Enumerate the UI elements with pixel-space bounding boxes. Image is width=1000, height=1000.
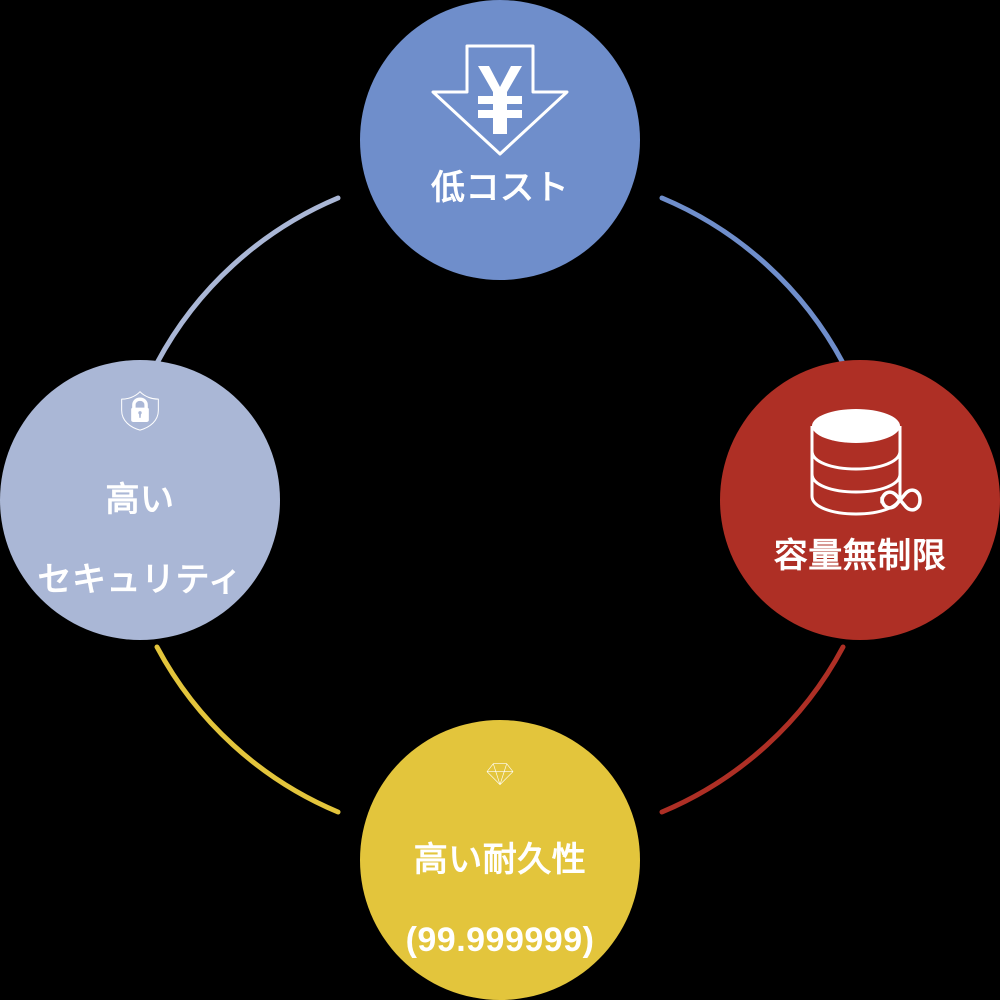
down-arrow-yen-icon: [431, 44, 569, 156]
node-label-high-security: 高い セキュリティ: [38, 439, 243, 640]
node-low-cost[interactable]: 低コスト: [360, 0, 640, 280]
arc-security-to-cost: [154, 195, 341, 366]
arc-durability-to-security: [154, 644, 341, 815]
shield-lock-icon: [121, 391, 159, 431]
node-label-low-cost: 低コスト: [431, 169, 569, 207]
diamond-icon: [486, 763, 514, 785]
database-infinity-icon: [810, 409, 922, 516]
arc-capacity-to-durability: [659, 644, 846, 815]
durability-label-line1: 高い耐久性: [413, 840, 587, 879]
node-high-durability[interactable]: 高い耐久性 (99.999999): [360, 720, 640, 1000]
security-label-line1: 高い: [105, 480, 175, 519]
node-label-unlimited-capacity: 容量無制限: [773, 537, 947, 575]
durability-label-line2: (99.999999): [405, 920, 595, 959]
node-high-security[interactable]: 高い セキュリティ: [0, 360, 280, 640]
node-unlimited-capacity[interactable]: 容量無制限: [720, 360, 1000, 640]
node-label-high-durability: 高い耐久性 (99.999999): [406, 799, 595, 1000]
arc-cost-to-capacity: [659, 195, 846, 366]
security-label-line2: セキュリティ: [37, 560, 243, 599]
